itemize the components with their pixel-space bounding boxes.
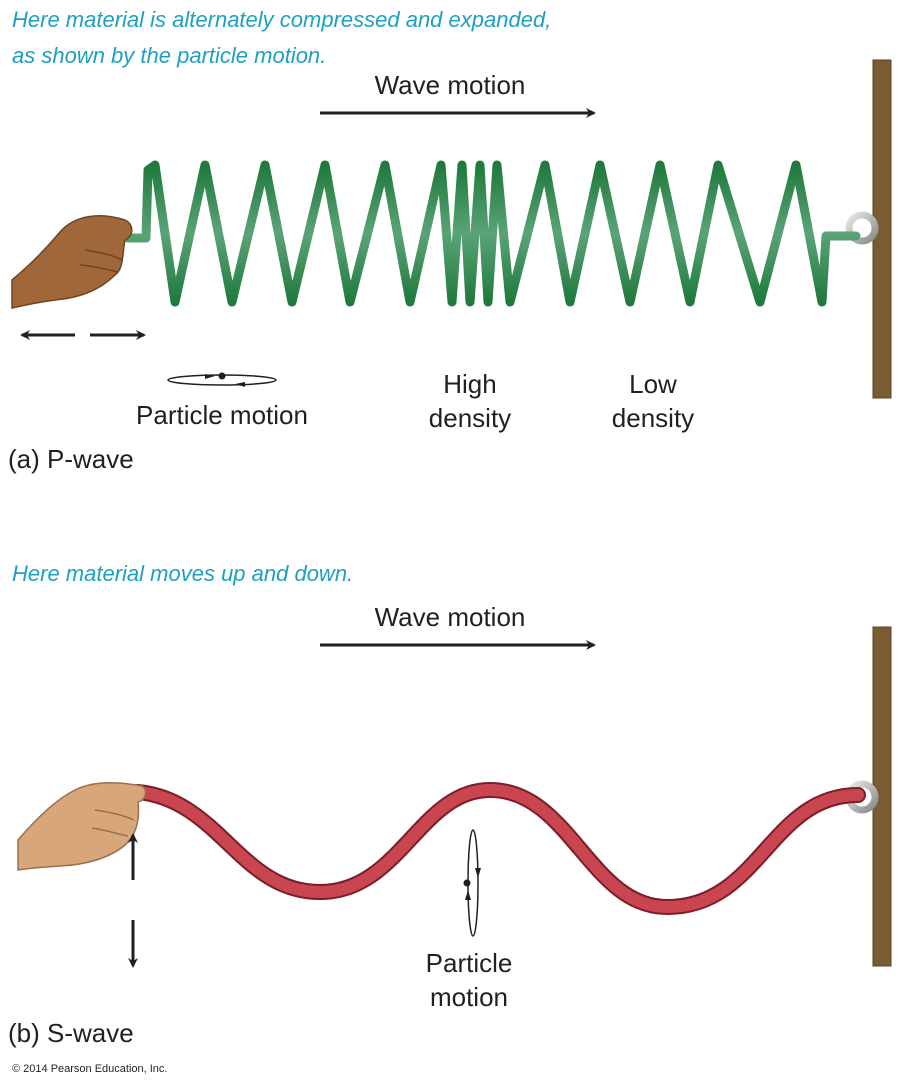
hand-icon-b xyxy=(17,781,147,871)
spring-coil xyxy=(123,160,861,307)
p-wave-panel: Here material is alternately compressed … xyxy=(8,7,892,474)
s-wave-panel: Here material moves up and down. Wave mo… xyxy=(8,561,892,1048)
particle-motion-label-b1: Particle xyxy=(426,948,513,978)
particle-motion-label-b2: motion xyxy=(430,982,508,1012)
hand-icon-a xyxy=(11,215,133,309)
wave-motion-label-a: Wave motion xyxy=(375,70,526,100)
p-wave-caption-line2: as shown by the particle motion. xyxy=(12,43,326,68)
particle-motion-label-a: Particle motion xyxy=(136,400,308,430)
particle-motion-icon-b xyxy=(463,829,481,937)
ring-eye-a xyxy=(845,211,879,245)
copyright: © 2014 Pearson Education, Inc. xyxy=(12,1063,167,1075)
s-wave-caption: Here material moves up and down. xyxy=(12,561,353,586)
low-density-label-2: density xyxy=(612,403,694,433)
p-wave-caption-line1: Here material is alternately compressed … xyxy=(12,7,551,32)
high-density-label-2: density xyxy=(429,403,511,433)
high-density-label-1: High xyxy=(443,369,496,399)
wave-motion-label-b: Wave motion xyxy=(375,602,526,632)
p-wave-label: (a) P-wave xyxy=(8,444,134,474)
rope xyxy=(130,781,866,916)
s-wave-label: (b) S-wave xyxy=(8,1018,134,1048)
low-density-label-1: Low xyxy=(629,369,677,399)
particle-motion-icon-a xyxy=(167,372,277,387)
